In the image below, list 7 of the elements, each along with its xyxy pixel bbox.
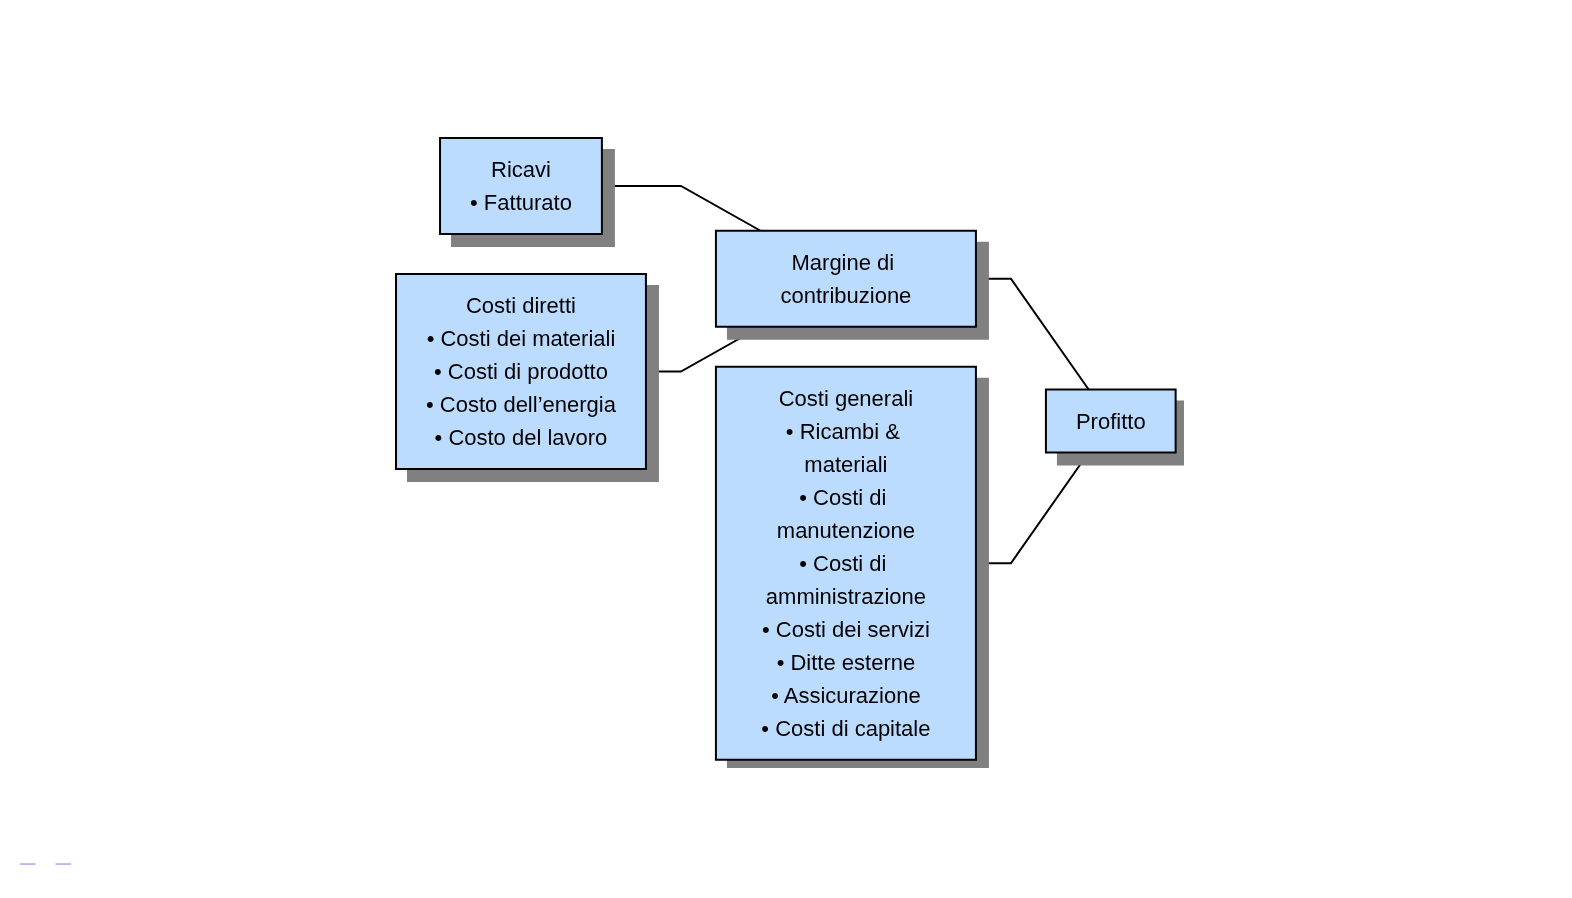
minus-sign: – <box>55 846 72 878</box>
node-box: Margine di contribuzione <box>715 229 978 328</box>
node-box: Costi generali • Ricambi & materiali • Costi di manutenzione • Costi di amministrazione • Costi dei servizi • Ditte esterne • Assicurazione • Costi di capitale <box>715 365 978 761</box>
node-box: Costi diretti • Costi dei materiali • Costi di prodotto • Costo dell’energia • Costo del lavoro <box>395 273 648 471</box>
minus-sign: – <box>20 846 36 878</box>
node-box: Ricavi • Fatturato <box>439 137 604 236</box>
node-box: Profitto <box>1045 388 1177 454</box>
